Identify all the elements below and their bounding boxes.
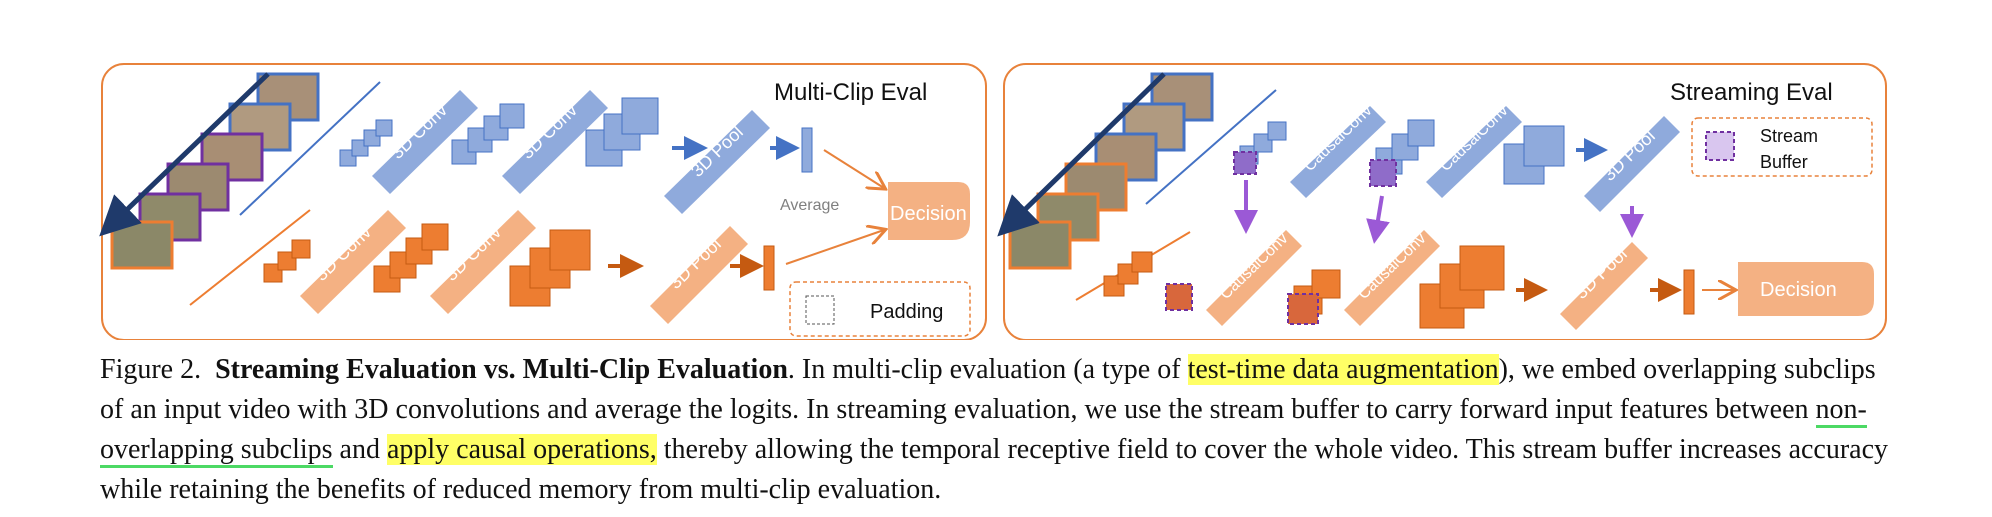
figure-diagram: 3D Conv 3D Conv 3D Pool 3D Conv 3D Conv … <box>99 63 1887 340</box>
orange-clip-chain: 3D Conv 3D Conv 3D Pool <box>263 210 775 324</box>
caption-underline-1: non-overlapping subclips <box>100 394 1867 468</box>
stream-buffer-label-1: Stream <box>1760 126 1818 146</box>
figure-caption: Figure 2. Streaming Evaluation vs. Multi… <box>100 350 1900 510</box>
blue-clip-chain: 3D Conv 3D Conv 3D Pool <box>339 90 813 214</box>
stream-buffer-label-2: Buffer <box>1760 152 1808 172</box>
streaming-orange-chain: CausalConv CausalConv 3D Pool <box>1103 230 1734 330</box>
caption-bold-title: Streaming Evaluation vs. Multi-Clip Eval… <box>215 354 788 385</box>
st-decision-label: Decision <box>1760 279 1837 301</box>
caption-figure-label: Figure 2. <box>100 354 202 385</box>
caption-seg4: thereby allowing the temporal receptive … <box>100 434 1889 505</box>
streaming-blue-chain: CausalConv CausalConv 3D Pool <box>1233 102 1680 212</box>
average-label: Average <box>780 197 839 214</box>
video-frames <box>99 72 320 270</box>
mc-decision-label: Decision <box>890 203 967 225</box>
caption-seg1: . In multi-clip evaluation (a type of <box>787 354 1188 385</box>
caption-highlight-2: apply causal operations, <box>386 434 657 465</box>
panel-streaming: CausalConv CausalConv 3D Pool CausalConv… <box>997 63 1887 340</box>
caption-highlight-1: test-time data augmentation <box>1187 354 1499 385</box>
caption-seg2: ), we embed overlapping subclips of an i… <box>100 354 1876 425</box>
padding-label: Padding <box>870 301 943 323</box>
caption-seg3: and <box>332 434 387 465</box>
streaming-title: Streaming Eval <box>1670 79 1833 106</box>
video-frames-streaming <box>997 72 1214 270</box>
panel-multi-clip: 3D Conv 3D Conv 3D Pool 3D Conv 3D Conv … <box>99 63 987 340</box>
multi-clip-title: Multi-Clip Eval <box>774 79 927 106</box>
